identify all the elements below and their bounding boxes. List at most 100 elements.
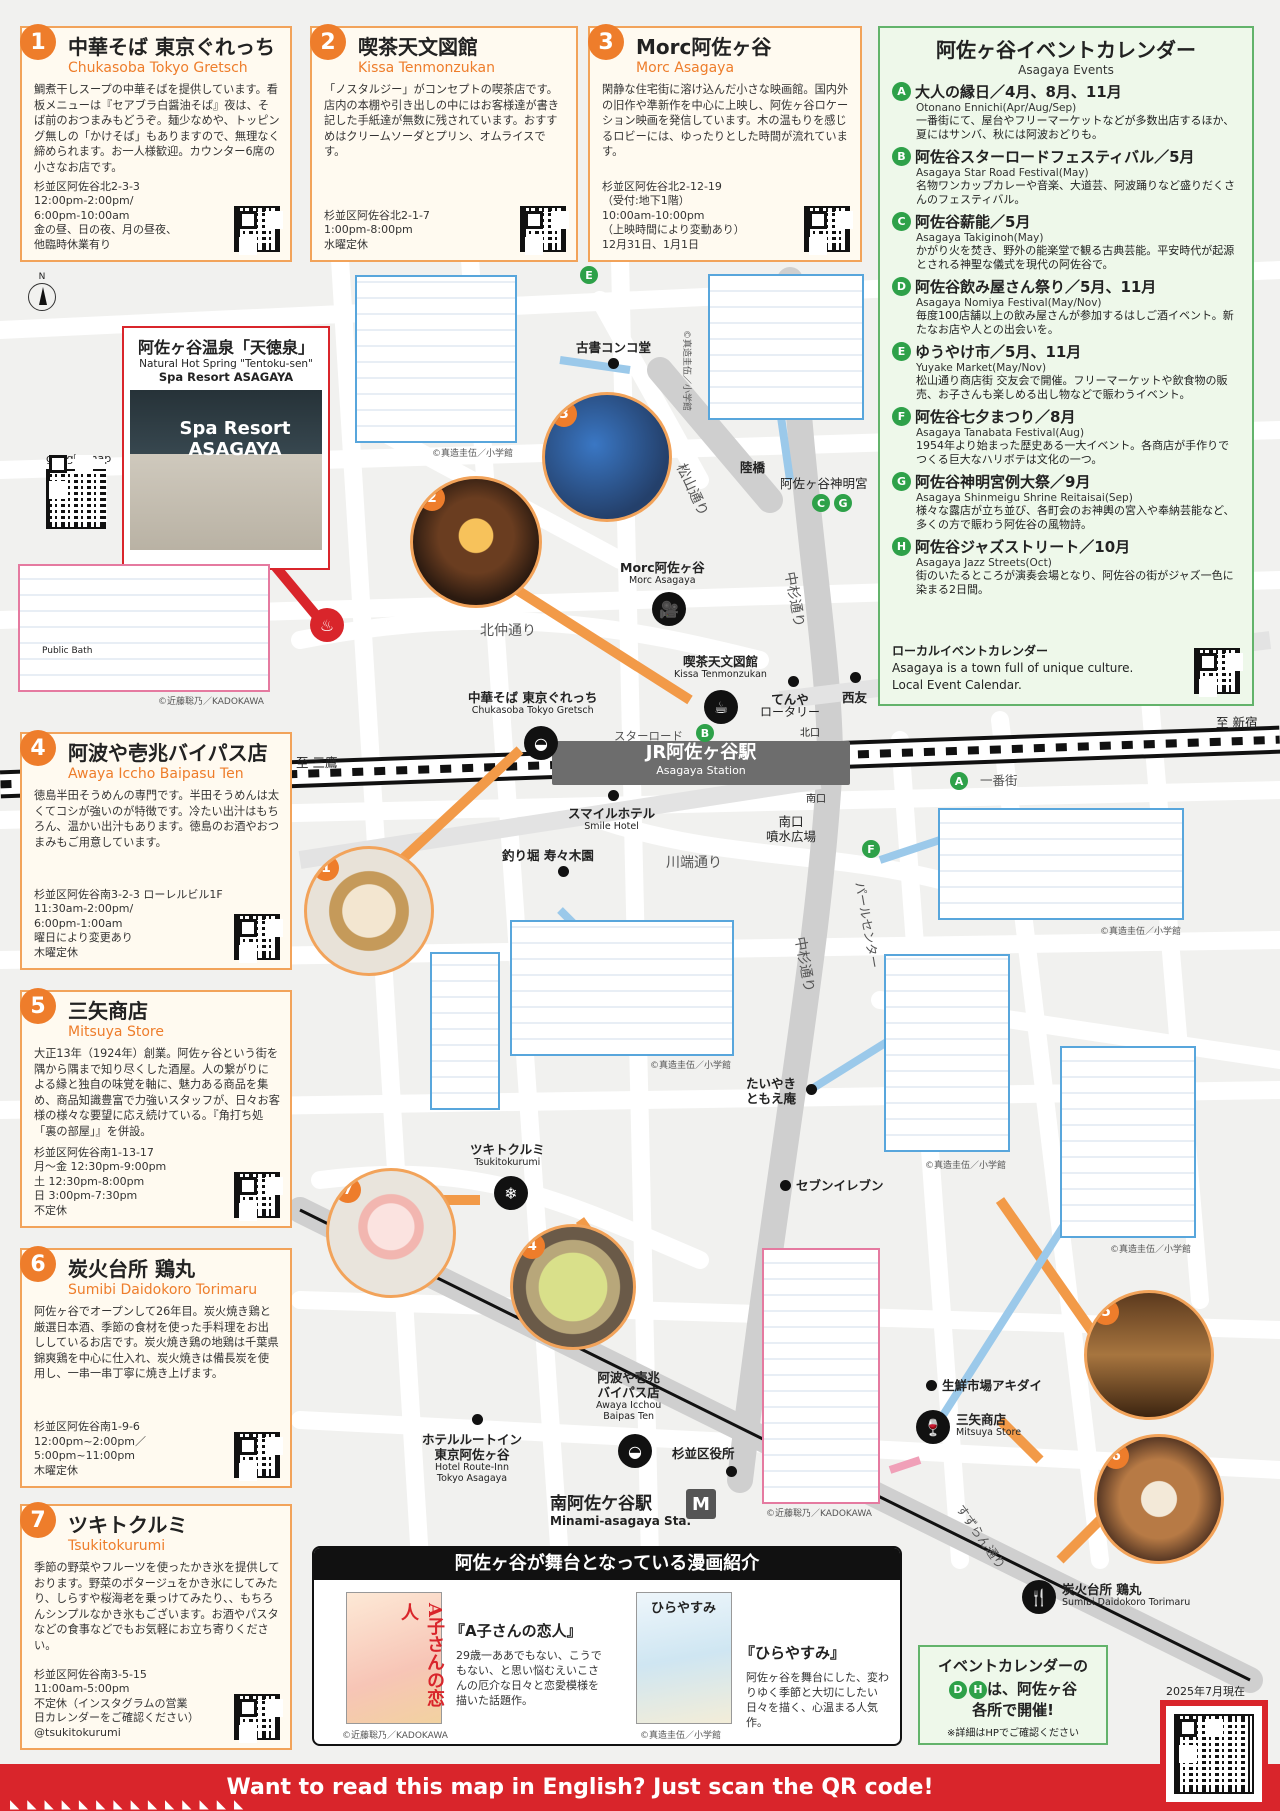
book-cover-hirayasumi[interactable]: ひらやすみ — [636, 1592, 732, 1724]
photo-number-badge: 2 — [419, 485, 445, 511]
footer-text: Want to read this map in English? Just s… — [226, 1775, 934, 1800]
triangle-decor: ◣◣◣◣◣◣◣◣◣◣◣◣◣◣ — [10, 1797, 252, 1811]
event-letter-badge: E — [892, 342, 911, 361]
event-marker: A — [950, 772, 968, 790]
shop-description: 鯛煮干しスープの中華そばを提供しています。看板メニューは『セアブラ白醤油そば』夜… — [34, 83, 280, 174]
place-label[interactable]: 南口 噴水広場 — [766, 814, 817, 844]
manga-panel — [430, 952, 500, 1110]
closed-days: 12月31日、1月1日 — [602, 237, 699, 251]
hours-note: （上映時間により変動あり） — [602, 223, 745, 236]
event-title: 阿佐谷飲み屋さん祭り／5月、11月 — [915, 278, 1157, 296]
qr-code[interactable] — [520, 206, 566, 252]
book-description: 阿佐ヶ谷を舞台にした、変わりゆく季節と大切にしたい日々を描く、心温まる人気作。 — [746, 1671, 889, 1729]
place-name-en: Sumibi Daidokoro Torimaru — [1062, 1597, 1191, 1608]
place-label[interactable]: 西友 — [842, 690, 868, 705]
copyright: ©真造圭伍／小学館 — [640, 1731, 722, 1741]
qr-code[interactable] — [234, 206, 280, 252]
place-label[interactable]: 阿佐ヶ谷神明宮 — [780, 476, 868, 491]
closed-days: 不定休（インスタグラムの営業 — [34, 1696, 188, 1710]
hours: 5:00pm~11:00pm — [34, 1449, 136, 1462]
shop-name-en: Awaya Iccho Baipasu Ten — [68, 766, 244, 782]
place-name-en: Kissa Tenmonzukan — [674, 669, 767, 680]
place-label[interactable]: セブンイレブン — [796, 1178, 884, 1193]
event-title-en: Asagaya Nomiya Festival(May/Nov) — [916, 297, 1102, 309]
notice-line: 各所で開催! — [972, 1701, 1054, 1719]
event-title: 大人の縁日／4月、8月、11月 — [915, 83, 1122, 101]
place-label[interactable]: 杉並区役所 — [672, 1446, 735, 1461]
shop-number-badge: 1 — [20, 24, 56, 60]
qr-code[interactable] — [1174, 1714, 1254, 1794]
local-calendar-en: Asagaya is a town full of unique culture… — [892, 661, 1134, 675]
film-camera-icon: 🎥 — [652, 592, 686, 626]
event-description: 街のいたるところが演奏会場となり、阿佐谷の街がジャズ一色に染まる2日間。 — [916, 569, 1234, 596]
shop-description: 徳島半田そうめんの専門です。半田そうめんは太くてコシが強いのが特徴です。冷たい出… — [34, 789, 280, 849]
qr-code[interactable] — [1194, 648, 1240, 694]
event-marker: H — [968, 1680, 987, 1699]
closed-days: 金の昼、日の夜、月の昼夜、 — [34, 223, 177, 236]
english-map-qr[interactable] — [1160, 1700, 1268, 1808]
shop-number-badge: 2 — [310, 24, 346, 60]
event-marker: E — [580, 266, 598, 284]
station-name: 南阿佐ケ谷駅 — [550, 1494, 652, 1514]
shop-name: 三矢商店 — [68, 999, 148, 1023]
copyright: ©真造圭伍／小学館 — [681, 330, 691, 412]
copyright: ©近藤聡乃／KADOKAWA — [342, 1731, 448, 1741]
manga-panel — [1060, 1046, 1196, 1238]
manga-introduction: 阿佐ヶ谷が舞台となっている漫画紹介 A子さんの恋人 『A子さんの恋人』 29歳一… — [312, 1546, 902, 1746]
place-dot — [850, 672, 861, 683]
place-label[interactable]: 陸橋 — [740, 460, 766, 475]
shop-photo-2: 2 — [410, 476, 542, 608]
manga-panel — [355, 275, 517, 443]
noodle-bowl-icon: ◒ — [618, 1434, 652, 1468]
public-bath-label: Public Bath — [42, 646, 93, 656]
book-title: 『A子さんの恋人』 — [450, 1622, 582, 1640]
street-label: 一番街 — [980, 773, 1018, 788]
event-title: 阿佐谷スターロードフェスティバル／5月 — [915, 148, 1195, 166]
book-cover-a-ko[interactable]: A子さんの恋人 — [346, 1592, 445, 1724]
book-cover-title: A子さんの恋人 — [398, 1603, 445, 1707]
copyright: ©真造圭伍／小学館 — [432, 449, 514, 459]
place-name: 炭火台所 鶏丸 — [1062, 1582, 1142, 1597]
qr-code[interactable] — [234, 914, 280, 960]
qr-code[interactable] — [234, 1432, 280, 1478]
shop-name-en: Sumibi Daidokoro Torimaru — [68, 1282, 258, 1298]
manga-panel — [884, 954, 1010, 1152]
place-label[interactable]: 生鮮市場アキダイ — [942, 1378, 1043, 1393]
event-marker: C — [812, 494, 830, 512]
manga-panel — [510, 920, 734, 1056]
place-name: ツキトクルミ — [470, 1142, 545, 1157]
place-label[interactable]: たいやき ともえ庵 — [746, 1076, 797, 1106]
place-dot — [926, 1380, 937, 1391]
shop-card-6: 6 炭火台所 鶏丸 Sumibi Daidokoro Torimaru 阿佐ヶ谷… — [20, 1246, 292, 1488]
place-label[interactable]: てんやロータリー — [760, 692, 820, 718]
qr-code[interactable] — [234, 1694, 280, 1740]
shop-info: 杉並区阿佐谷南1-13-17 月～金 12:30pm-9:00pm 土 12:3… — [34, 1146, 166, 1219]
place-label[interactable]: 釣り堀 寿々木園 — [502, 848, 594, 863]
event-description: 毎度100店舗以上の飲み屋さんが参加するはしご酒イベント。新たなお店や人との出会… — [916, 309, 1234, 336]
qr-code[interactable] — [804, 206, 850, 252]
event-description: 名物ワンカップカレーや音楽、大道芸、阿波踊りなど盛りだくさんのフェスティバル。 — [916, 179, 1235, 206]
event-title: 阿佐谷神明宮例大祭／9月 — [915, 473, 1091, 491]
address: 杉並区阿佐谷南1-13-17 — [34, 1145, 154, 1159]
place-name-en: Mitsuya Store — [956, 1427, 1022, 1438]
place-label[interactable]: 古書コンコ堂 — [576, 340, 652, 355]
event-title-en: Yuyake Market(May/Nov) — [916, 362, 1047, 374]
instagram: @tsukitokurumi — [34, 1725, 121, 1739]
qr-code[interactable] — [46, 469, 106, 529]
qr-code[interactable] — [234, 1172, 280, 1218]
